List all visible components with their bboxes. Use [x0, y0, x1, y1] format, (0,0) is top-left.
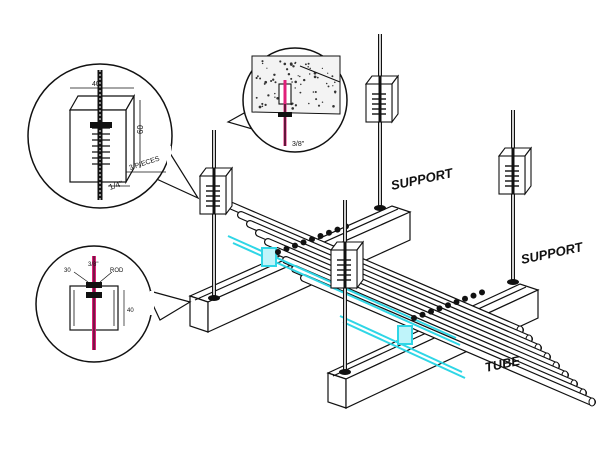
lower-tube-clamp — [339, 315, 466, 379]
spring-hanger — [364, 34, 400, 211]
anchor-dim-label: 3/8" — [292, 141, 305, 148]
rod-nut — [339, 369, 351, 375]
clamp-nut — [275, 249, 281, 255]
clamp-nut — [411, 315, 417, 321]
clamp-nut — [317, 233, 324, 239]
rod-nut — [208, 295, 220, 301]
clamp-nut — [428, 308, 434, 315]
dim-rod-label: 1/4" — [108, 179, 124, 192]
rod-nut — [507, 279, 519, 285]
clamp-nut — [300, 239, 307, 246]
detail-callout-spring-hanger: 60 3 PIECES 1/4" 40 — [27, 63, 200, 209]
spring-hanger — [329, 200, 365, 375]
dim-top-label: 40 — [92, 81, 100, 88]
detail-callout-concrete-anchor: 3/8" — [226, 47, 348, 153]
clamp-nut — [334, 226, 341, 233]
clamp-nut — [292, 242, 298, 249]
detail-callout-rod-channel: 3/8" 30 ROD 40 — [35, 245, 192, 363]
clamp-nut — [326, 229, 332, 236]
clamp-nut — [419, 311, 426, 318]
tube — [237, 211, 533, 344]
rod-nut — [374, 205, 386, 211]
hanger-assemblies — [198, 34, 533, 375]
rod-top-dim: 3/8" — [88, 262, 98, 268]
concrete-texture — [255, 60, 337, 110]
clamp-nut — [462, 295, 468, 302]
clamp-nut — [283, 245, 290, 252]
clamp-nut — [309, 236, 315, 243]
rod-side-dim: 40 — [127, 308, 134, 314]
tube-label: TUBE — [484, 353, 522, 375]
spring-hanger — [198, 130, 234, 301]
clamp-nut — [445, 302, 451, 309]
rod-right-dim: ROD — [110, 268, 124, 274]
spring-hanger — [497, 110, 533, 285]
rod-left-dim: 30 — [64, 268, 71, 274]
support-label-lower: SUPPORT — [520, 239, 585, 267]
clamp-nut — [453, 299, 460, 305]
support-label-upper: SUPPORT — [390, 165, 455, 193]
clamp-nut — [479, 289, 485, 296]
clamp-nut — [470, 292, 477, 299]
clamp-nut — [436, 305, 443, 312]
dim-side-label: 60 — [136, 125, 145, 134]
